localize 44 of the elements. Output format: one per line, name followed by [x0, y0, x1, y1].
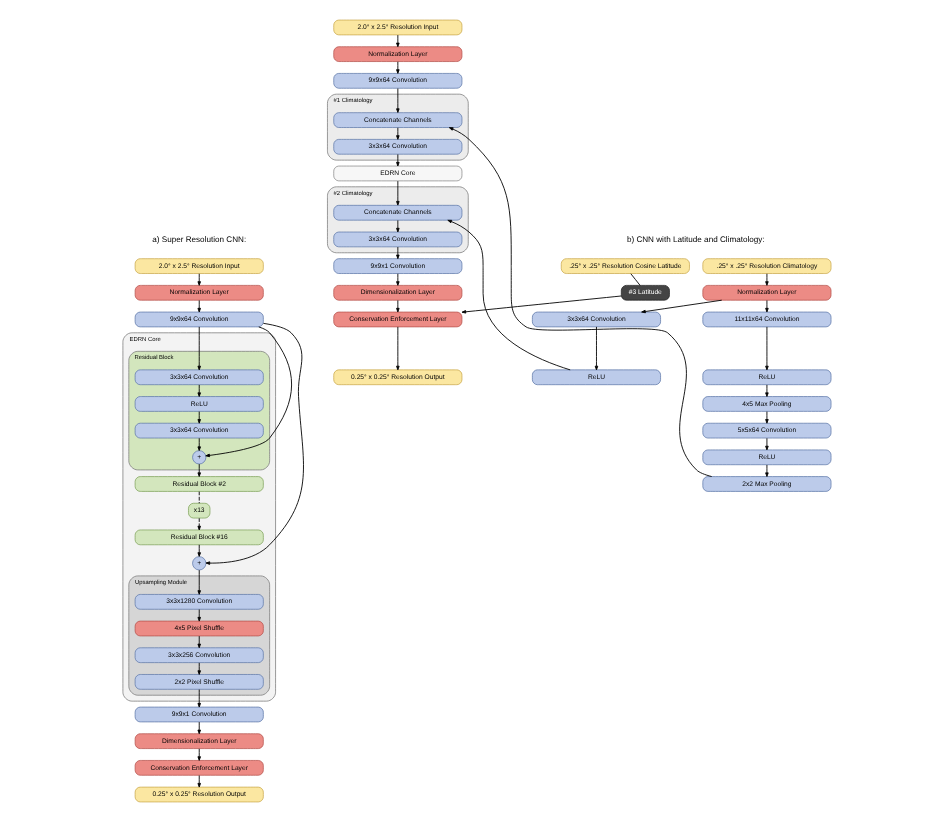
arrow	[197, 517, 201, 531]
arrow	[197, 748, 201, 761]
arrow	[594, 326, 599, 371]
arrow	[396, 326, 400, 371]
arrow	[448, 127, 713, 477]
arrow	[197, 609, 201, 622]
arrow	[447, 219, 571, 371]
arrow	[765, 273, 769, 286]
arrow	[197, 569, 201, 595]
arrow	[396, 127, 400, 140]
arrow	[197, 775, 201, 788]
arrow	[197, 273, 201, 286]
arrow	[197, 635, 201, 649]
arrow	[197, 384, 201, 397]
arrow	[765, 437, 769, 451]
arrow	[765, 299, 769, 313]
connector	[630, 273, 641, 286]
arrow	[197, 326, 201, 371]
arrow	[396, 34, 400, 48]
arrow	[765, 384, 769, 397]
arrow	[396, 299, 400, 313]
arrow	[205, 322, 304, 565]
arrow	[461, 295, 622, 314]
arrow	[765, 326, 769, 371]
arrow	[197, 411, 201, 424]
arrow	[205, 326, 293, 458]
arrow	[396, 88, 400, 113]
connector	[198, 491, 200, 504]
arrow	[197, 544, 201, 557]
arrow	[396, 153, 400, 167]
arrow	[641, 299, 723, 314]
arrow	[396, 61, 400, 74]
arrow	[396, 246, 400, 260]
arrow	[765, 464, 769, 477]
arrow	[197, 689, 201, 708]
arrow	[197, 437, 201, 451]
arrow	[197, 463, 201, 477]
arrow	[197, 721, 201, 735]
arrow	[396, 180, 400, 206]
arrow	[396, 219, 400, 233]
arrow	[765, 411, 769, 424]
arrow	[396, 273, 400, 286]
arrow	[197, 299, 201, 313]
arrow	[197, 662, 201, 675]
